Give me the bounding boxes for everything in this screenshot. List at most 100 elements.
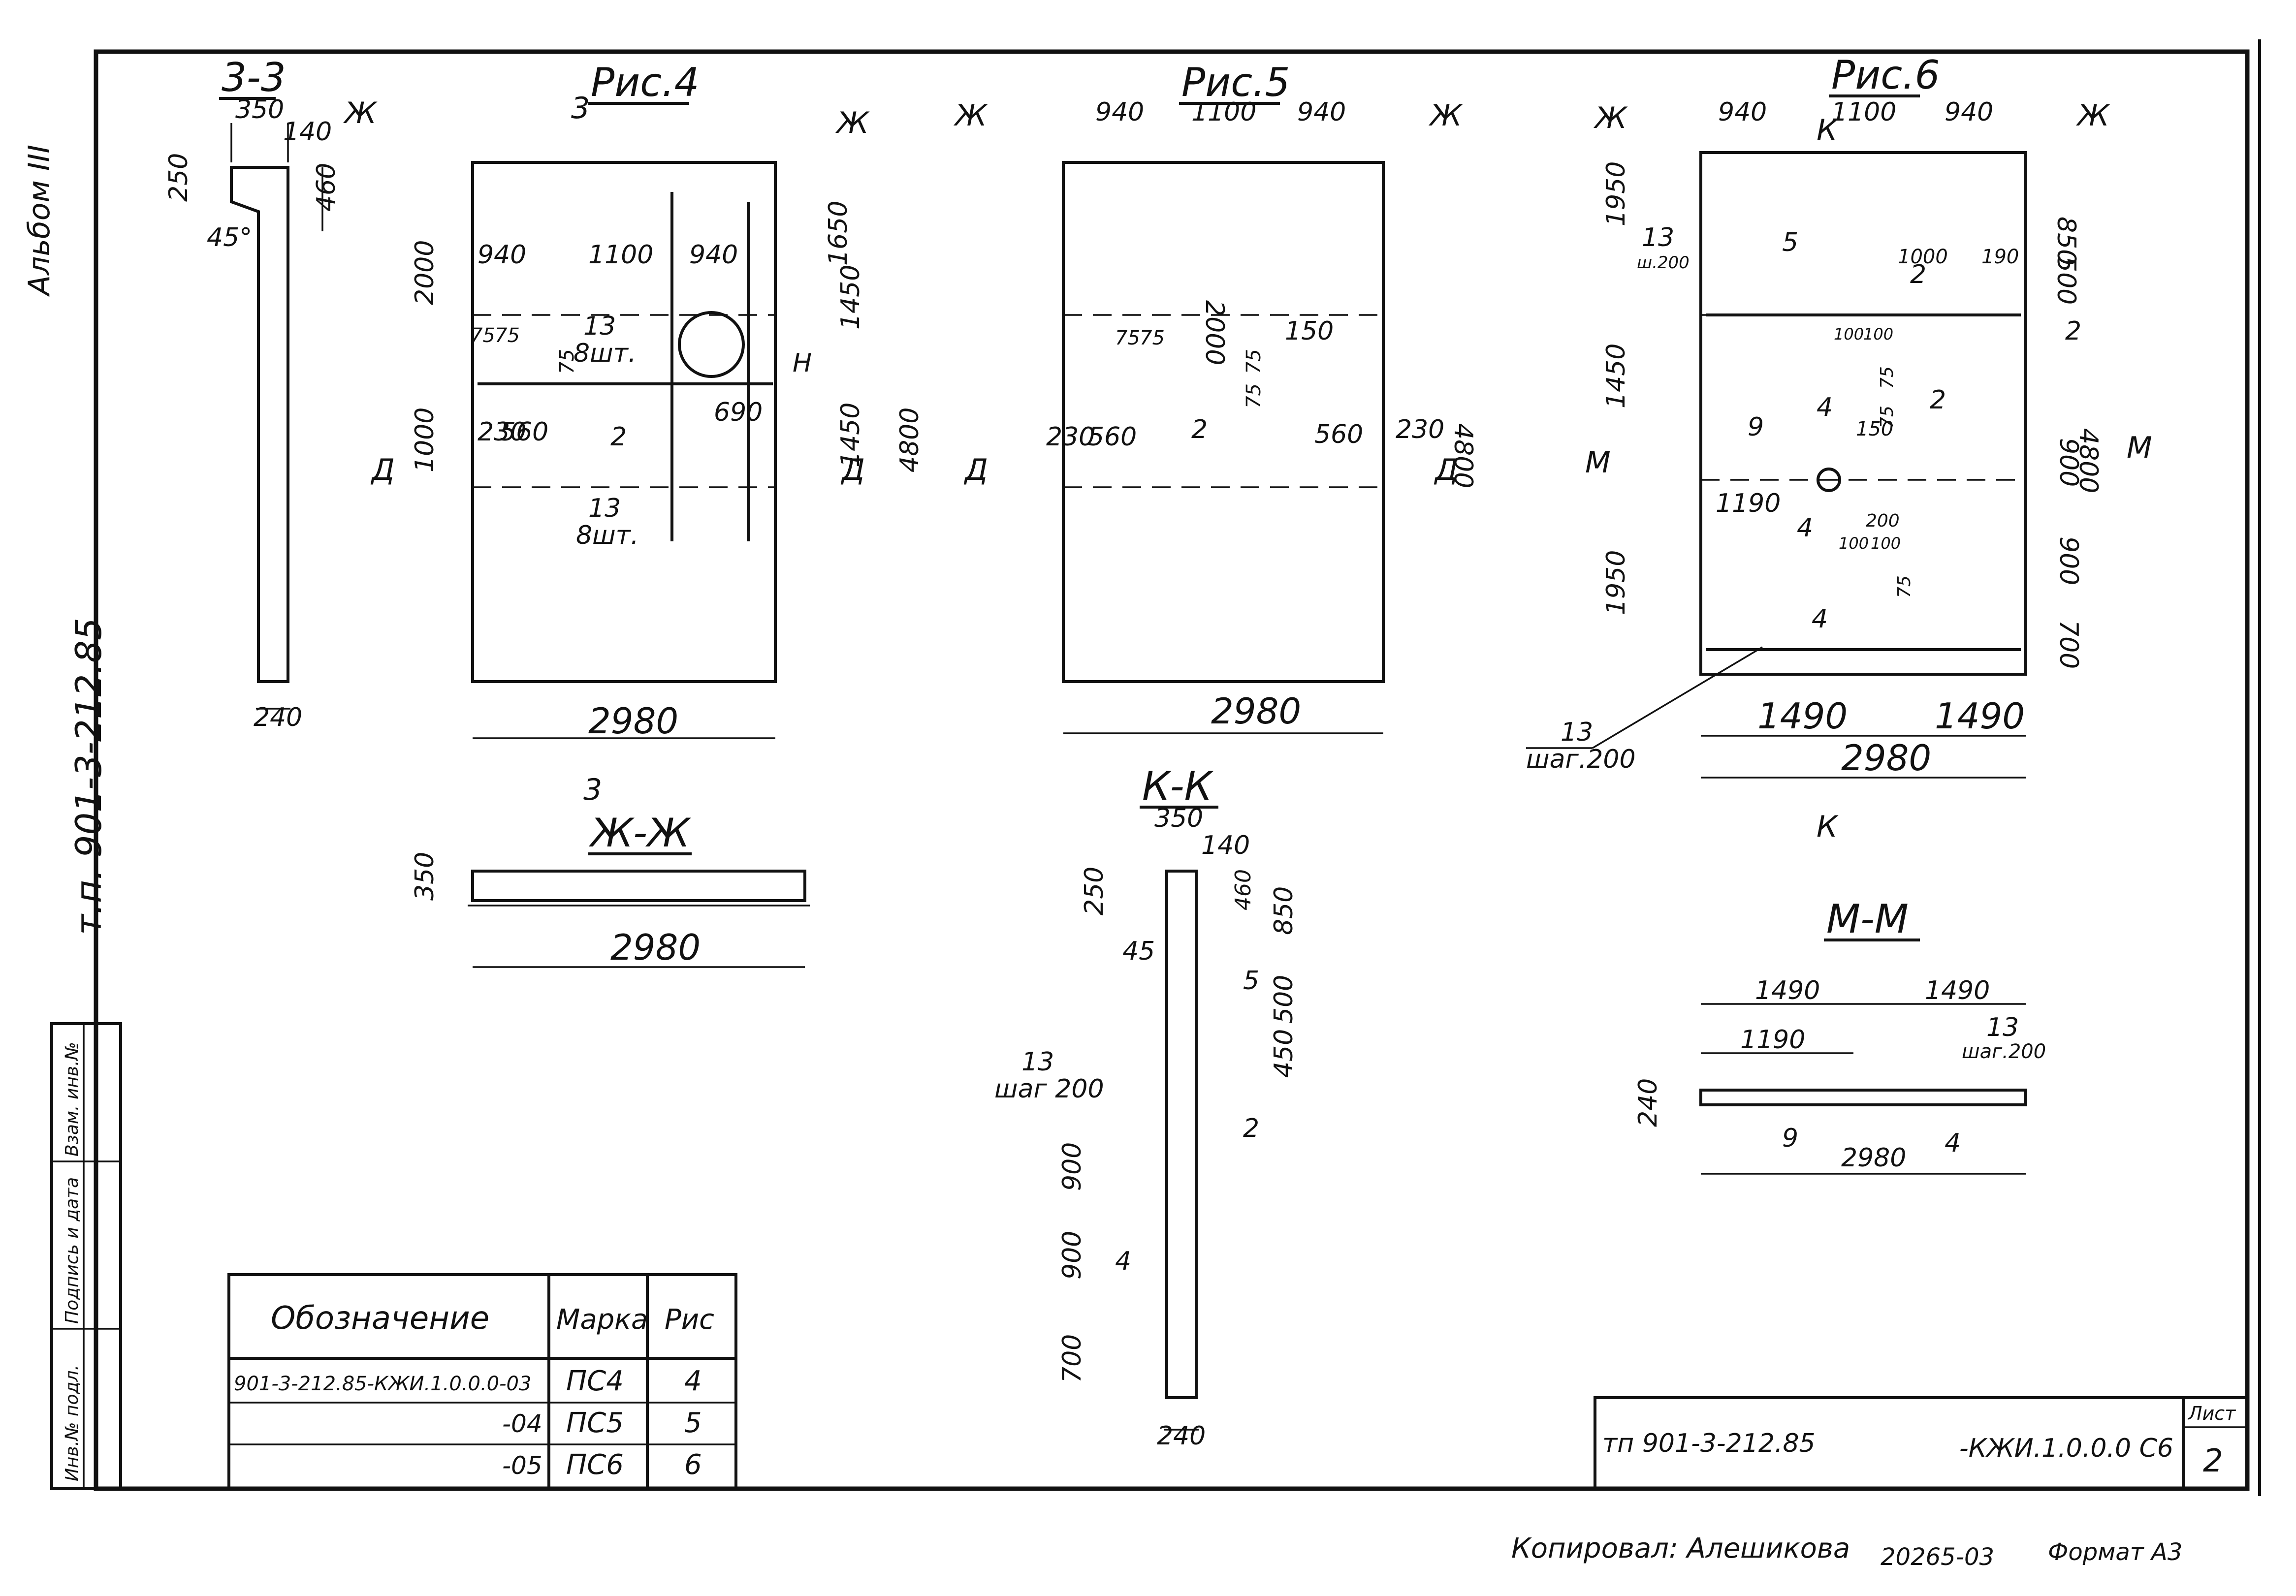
svg-text:940: 940: [689, 240, 738, 270]
section-zh-zh-title: Ж-Ж: [588, 810, 691, 856]
svg-text:8шт.: 8шт.: [576, 521, 639, 550]
fig5-panel: Рис.5 Ж Ж Д Д 940 1100 940 2000 75 75 15…: [953, 60, 1478, 734]
svg-text:1450: 1450: [836, 265, 865, 330]
side-stamp: Альбом III т.п. 901-3-212.85 Инв.№ подл.…: [22, 145, 122, 1490]
svg-text:1450: 1450: [836, 403, 865, 468]
svg-text:500: 500: [2051, 256, 2081, 305]
svg-text:940: 940: [1718, 97, 1767, 127]
fig5-title: Рис.5: [1181, 60, 1290, 105]
svg-text:1490: 1490: [1925, 976, 1990, 1005]
stamp-col-inv: Инв.№ подл.: [62, 1365, 82, 1481]
svg-text:8шт.: 8шт.: [574, 339, 637, 368]
section-m-m-outline: [1699, 1089, 2027, 1106]
svg-text:700: 700: [2054, 620, 2083, 669]
svg-text:460: 460: [1231, 869, 1256, 910]
svg-text:45°: 45°: [207, 223, 252, 252]
section-3-3-title: 3-3: [222, 55, 286, 100]
svg-text:4: 4: [1945, 1128, 1961, 1158]
svg-text:850: 850: [2051, 217, 2081, 265]
svg-text:2980: 2980: [1211, 690, 1301, 732]
svg-text:2: 2: [2065, 316, 2081, 346]
svg-text:Ж: Ж: [953, 98, 988, 133]
svg-text:560: 560: [1088, 422, 1137, 452]
svg-text:560: 560: [1314, 420, 1363, 449]
fig4-outline: [471, 161, 777, 683]
svg-text:1100: 1100: [1191, 97, 1256, 127]
project-vertical-label: т.п. 901-3-212.85: [68, 618, 109, 935]
svg-text:К: К: [1817, 810, 1839, 844]
svg-text:200: 200: [1866, 511, 1900, 531]
fig4-title: Рис.4: [591, 60, 700, 105]
svg-text:3: 3: [571, 91, 590, 125]
footer-order: 20265-03: [1881, 1543, 1994, 1571]
section-3-3-outline: [230, 166, 289, 683]
svg-text:Ж: Ж: [2075, 98, 2110, 133]
section-m-m-title: М-М: [1826, 896, 1909, 942]
svg-text:1950: 1950: [1601, 550, 1631, 615]
svg-text:4800: 4800: [1448, 423, 1478, 488]
stamp-col-repl: Взам. инв.№: [62, 1042, 82, 1157]
spec-row-3-mark: ПС6: [566, 1449, 624, 1481]
fig5-outline: [1062, 161, 1385, 683]
svg-text:460: 460: [312, 163, 341, 212]
svg-text:75: 75: [470, 324, 495, 347]
svg-text:М: М: [1585, 445, 1611, 480]
svg-text:Ж: Ж: [835, 106, 870, 140]
svg-text:13: 13: [588, 494, 621, 523]
svg-text:75: 75: [1243, 349, 1265, 374]
svg-text:4: 4: [1812, 604, 1828, 634]
svg-text:Д: Д: [840, 453, 865, 487]
svg-text:350: 350: [1154, 804, 1203, 833]
svg-text:75: 75: [1894, 575, 1914, 598]
svg-text:1100: 1100: [1831, 97, 1896, 127]
svg-text:350: 350: [235, 95, 284, 125]
svg-text:13: 13: [1561, 718, 1593, 747]
svg-text:9: 9: [1782, 1124, 1798, 1153]
svg-text:700: 700: [1057, 1334, 1087, 1383]
section-k-k-outline: [1165, 870, 1198, 1399]
svg-text:250: 250: [164, 153, 193, 202]
svg-text:1490: 1490: [1757, 695, 1848, 737]
spec-row-2-code: -04: [502, 1409, 542, 1438]
svg-text:75: 75: [1115, 327, 1140, 349]
svg-text:5: 5: [1243, 966, 1259, 996]
svg-text:Н: Н: [793, 348, 812, 378]
svg-text:2: 2: [1243, 1114, 1259, 1143]
footer-format: Формат А3: [2048, 1538, 2182, 1566]
svg-text:150: 150: [1285, 316, 1334, 346]
svg-text:240: 240: [254, 703, 302, 732]
svg-text:900: 900: [1057, 1142, 1087, 1191]
svg-text:Д: Д: [1434, 453, 1458, 487]
fig6-panel: Рис.6 Ж Ж К К М М 940 1100 940 1950 850 …: [1526, 52, 2152, 844]
side-stamp-box: [50, 1022, 122, 1490]
svg-text:1000: 1000: [1898, 246, 1948, 268]
svg-text:2: 2: [1191, 415, 1208, 444]
section-k-k-title: К-К: [1142, 763, 1214, 809]
section-zh-zh-outline: [471, 870, 806, 902]
svg-text:940: 940: [478, 240, 526, 270]
svg-text:13: 13: [1642, 223, 1674, 252]
svg-text:2980: 2980: [1841, 1143, 1906, 1173]
svg-text:75: 75: [556, 349, 578, 374]
svg-text:5: 5: [1782, 228, 1798, 257]
svg-text:2980: 2980: [588, 700, 678, 742]
svg-text:4: 4: [1115, 1247, 1131, 1276]
title-block-sheet-label: Лист: [2187, 1403, 2236, 1424]
svg-text:230: 230: [1396, 415, 1444, 444]
title-block-doc: -КЖИ.1.0.0.0 С6: [1959, 1434, 2173, 1463]
svg-text:350: 350: [410, 852, 440, 901]
section-m-m: М-М 1490 1490 1190 13 шаг.200 240 9 4 29…: [1633, 896, 2046, 1175]
svg-text:230: 230: [478, 417, 526, 447]
svg-text:100: 100: [1863, 325, 1893, 344]
title-block-sheet-no: 2: [2203, 1443, 2223, 1479]
svg-text:1100: 1100: [588, 240, 653, 270]
stamp-col-sign: Подпись и дата: [62, 1177, 82, 1324]
svg-text:900: 900: [2054, 438, 2083, 487]
svg-text:1190: 1190: [1716, 489, 1781, 518]
svg-text:Д: Д: [370, 453, 395, 487]
svg-text:2: 2: [1910, 260, 1926, 289]
svg-text:230: 230: [1046, 422, 1095, 452]
spec-header-fig: Рис: [665, 1304, 714, 1336]
svg-text:4: 4: [1797, 513, 1813, 543]
